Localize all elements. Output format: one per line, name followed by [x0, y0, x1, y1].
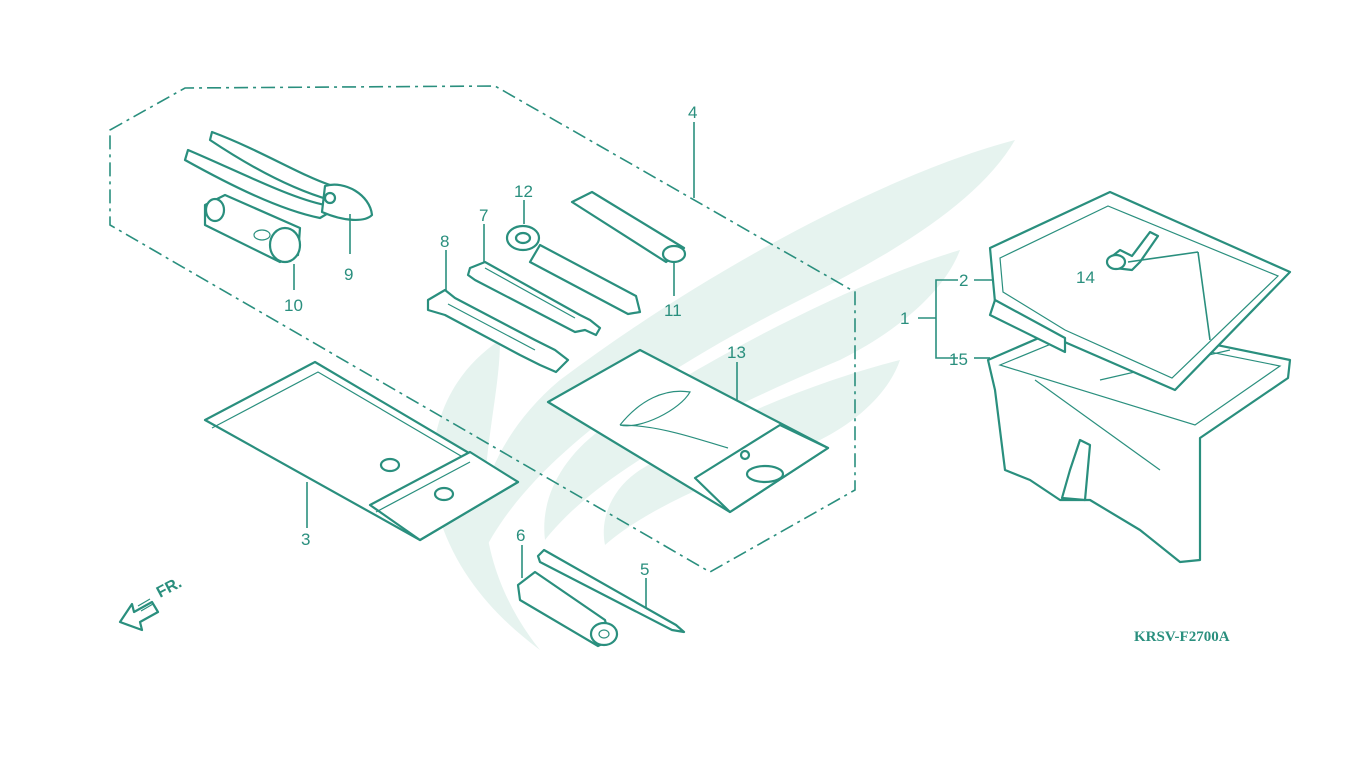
callout-labels: 1 2 3 4 5 6 7 8 9 10 11 12 13 14 15 [284, 103, 1095, 579]
callout-13: 13 [727, 343, 746, 362]
screwdriver-shaft [536, 548, 686, 634]
tool-kit-group-outline [109, 85, 856, 573]
rubber-seal [988, 190, 1292, 392]
document-pouch [546, 348, 830, 514]
callout-11: 11 [664, 301, 682, 320]
callout-5: 5 [640, 560, 649, 579]
callout-4: 4 [688, 103, 697, 122]
pliers [183, 130, 374, 221]
front-arrow-icon [118, 598, 160, 632]
tool-bag [203, 360, 520, 542]
callout-8: 8 [440, 232, 449, 251]
callout-7: 7 [479, 206, 488, 225]
front-indicator-label: FR. [154, 574, 185, 601]
open-end-wrench-lower [426, 288, 570, 374]
callout-1: 1 [900, 309, 909, 328]
callout-14: 14 [1076, 268, 1095, 287]
open-end-wrench-upper [466, 260, 602, 337]
leader-lines [293, 122, 1211, 608]
bolt [1105, 230, 1160, 272]
screwdriver-handle [516, 570, 619, 648]
callout-12: 12 [514, 182, 533, 201]
callout-6: 6 [516, 526, 525, 545]
spark-plug-wrench [203, 193, 302, 264]
handle-grip [570, 190, 687, 264]
callout-3: 3 [301, 530, 310, 549]
box-wrench [505, 224, 642, 316]
callout-2: 2 [959, 271, 968, 290]
callout-9: 9 [344, 265, 353, 284]
callout-10: 10 [284, 296, 303, 315]
diagram-code: KRSV-F2700A [1134, 629, 1230, 645]
callout-15: 15 [949, 350, 968, 369]
